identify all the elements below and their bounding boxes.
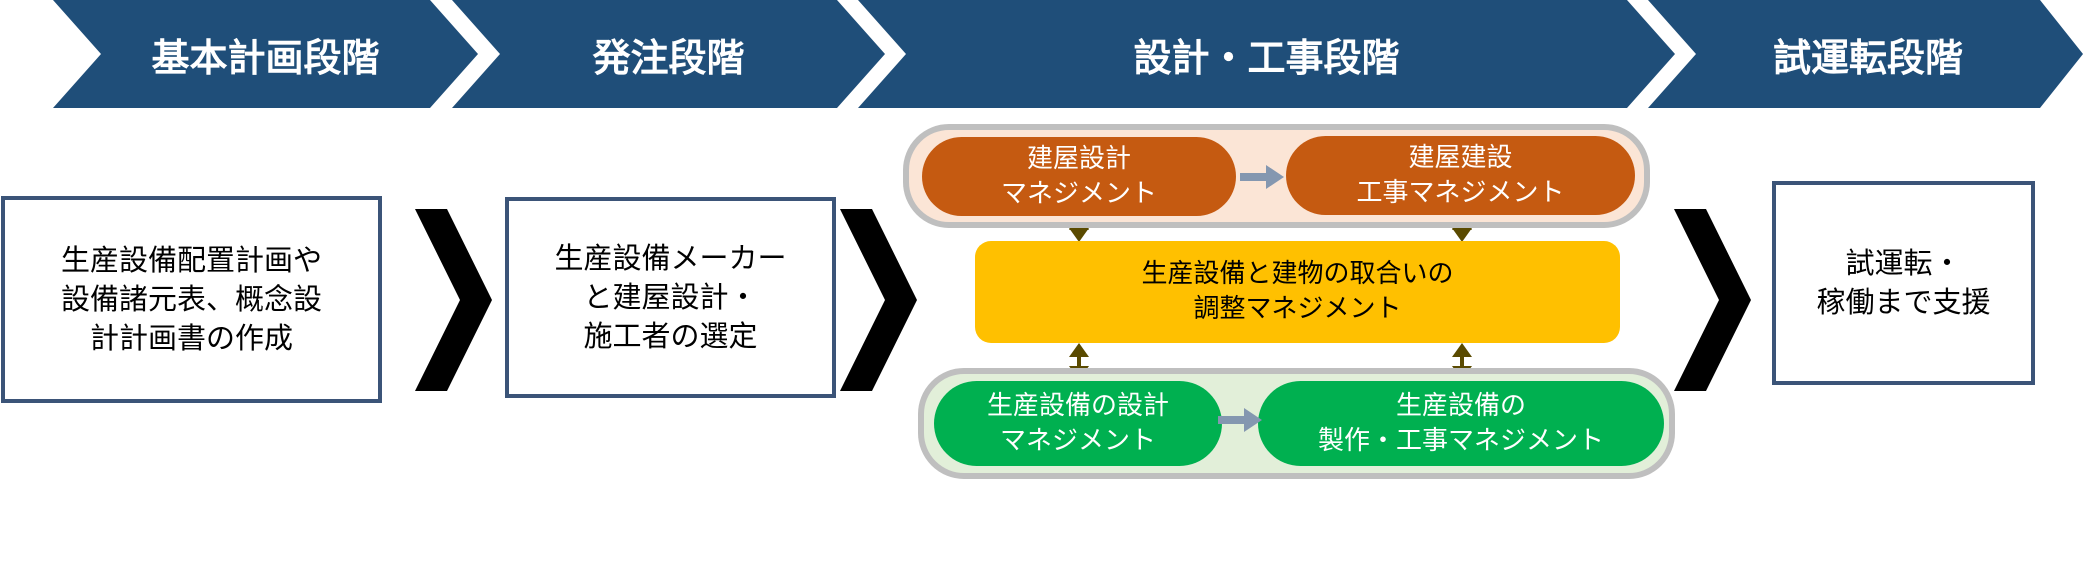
stage-arrow-design-construction bbox=[858, 0, 1675, 108]
stage-label-basic-plan: 基本計画段階 bbox=[151, 35, 380, 80]
building-construction-management: 建屋建設 工事マネジメント bbox=[1286, 136, 1635, 215]
stage-label-commissioning: 試運転段階 bbox=[1772, 35, 1963, 80]
stage-label-design-construction: 設計・工事段階 bbox=[1133, 35, 1400, 80]
stage-arrow-ordering bbox=[452, 0, 885, 108]
flow-chevron-2 bbox=[840, 209, 917, 391]
flow-chevron-1 bbox=[415, 209, 492, 391]
equipment-design-management: 生産設備の設計 マネジメント bbox=[934, 381, 1222, 466]
step-box-commissioning: 試運転・ 稼働まで支援 bbox=[1772, 181, 2035, 385]
equipment-fabrication-management: 生産設備の 製作・工事マネジメント bbox=[1258, 381, 1664, 466]
arrow-equipment-design-to-fabrication bbox=[1218, 408, 1262, 432]
step-box-ordering: 生産設備メーカー と建屋設計・ 施工者の選定 bbox=[505, 197, 836, 398]
stage-arrow-commissioning bbox=[1648, 0, 2083, 108]
stage-arrow-basic-plan bbox=[53, 0, 478, 108]
flow-chevron-3 bbox=[1674, 209, 1751, 391]
building-design-management: 建屋設計 マネジメント bbox=[922, 137, 1236, 216]
arrow-building-design-to-construction bbox=[1240, 165, 1284, 189]
stage-label-ordering: 発注段階 bbox=[592, 35, 745, 80]
coordination-management-box: 生産設備と建物の取合いの 調整マネジメント bbox=[975, 241, 1620, 343]
step-box-basic-plan: 生産設備配置計画や 設備諸元表、概念設 計計画書の作成 bbox=[1, 196, 382, 403]
